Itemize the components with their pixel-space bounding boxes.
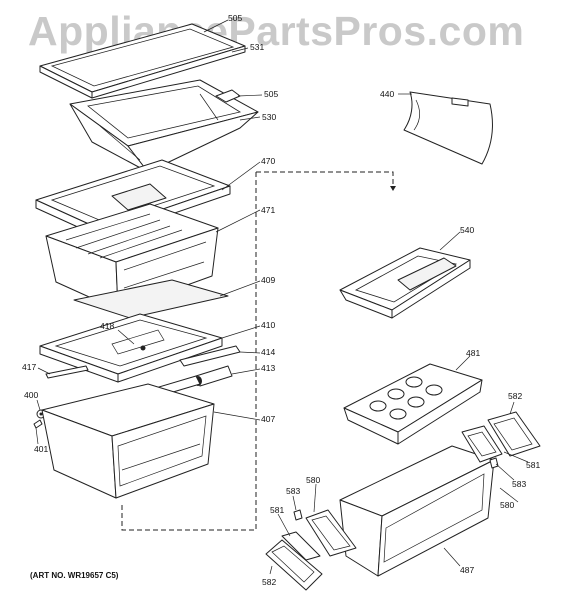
callout-417: 417 [22, 362, 37, 372]
callout-582-left: 582 [262, 577, 277, 587]
callout-481: 481 [466, 348, 481, 358]
part-540-tray [339, 247, 471, 319]
callout-470: 470 [261, 156, 276, 166]
part-417-bar [45, 365, 89, 379]
part-582-panel-right [487, 411, 541, 457]
part-580-divider-left [305, 509, 357, 557]
part-407-drawer [41, 383, 215, 499]
part-487-drawer [339, 445, 495, 577]
callout-530: 530 [262, 112, 277, 122]
callout-581-right: 581 [526, 460, 541, 470]
callout-580-right: 580 [500, 500, 515, 510]
callout-409: 409 [261, 275, 276, 285]
callout-540: 540 [460, 225, 475, 235]
part-531-shelf-glass [39, 23, 246, 99]
part-410-frame [39, 313, 223, 383]
part-409-glass [73, 279, 229, 319]
callout-407: 407 [261, 414, 276, 424]
assembly-guide-line [121, 171, 394, 531]
callout-582-right: 582 [508, 391, 523, 401]
part-440-cover [403, 91, 493, 165]
part-401-screw [33, 419, 43, 429]
callout-418: 418 [100, 321, 115, 331]
leader-lines [35, 19, 529, 575]
callout-400: 400 [24, 390, 39, 400]
callout-401: 401 [34, 444, 49, 454]
part-583-clip-right [489, 457, 499, 469]
callout-471: 471 [261, 205, 276, 215]
part-581-divider-left [281, 531, 321, 561]
callout-580-left: 580 [306, 475, 321, 485]
part-481-egg-tray [343, 363, 483, 445]
callout-487: 487 [460, 565, 475, 575]
callout-581-left: 581 [270, 505, 285, 515]
part-583-clip-left [293, 509, 303, 521]
callout-414: 414 [261, 347, 276, 357]
callout-531: 531 [250, 42, 265, 52]
art-number: (ART NO. WR19657 C5) [30, 571, 119, 580]
callout-505-top: 505 [228, 13, 243, 23]
callout-583-right: 583 [512, 479, 527, 489]
callout-583-left: 583 [286, 486, 301, 496]
guide-arrow [390, 186, 396, 191]
callout-410: 410 [261, 320, 276, 330]
part-582-panel-left [265, 539, 323, 591]
callout-413: 413 [261, 363, 276, 373]
callout-440: 440 [380, 89, 395, 99]
part-581-divider-right [461, 425, 503, 463]
callout-505-clip: 505 [264, 89, 279, 99]
